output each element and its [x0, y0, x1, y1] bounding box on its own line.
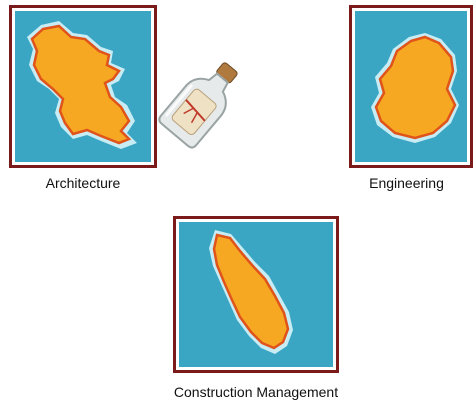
message-in-bottle-icon	[158, 62, 238, 149]
island-map-icon	[355, 11, 467, 162]
architecture-label: Architecture	[45, 175, 121, 191]
construction-management-tile[interactable]	[173, 216, 339, 373]
construction-management-label: Construction Management	[173, 384, 339, 400]
engineering-label: Engineering	[369, 175, 444, 191]
island-map-icon	[15, 11, 151, 162]
island-map-icon	[179, 222, 333, 367]
engineering-tile[interactable]	[349, 5, 473, 168]
architecture-tile[interactable]	[9, 5, 157, 168]
